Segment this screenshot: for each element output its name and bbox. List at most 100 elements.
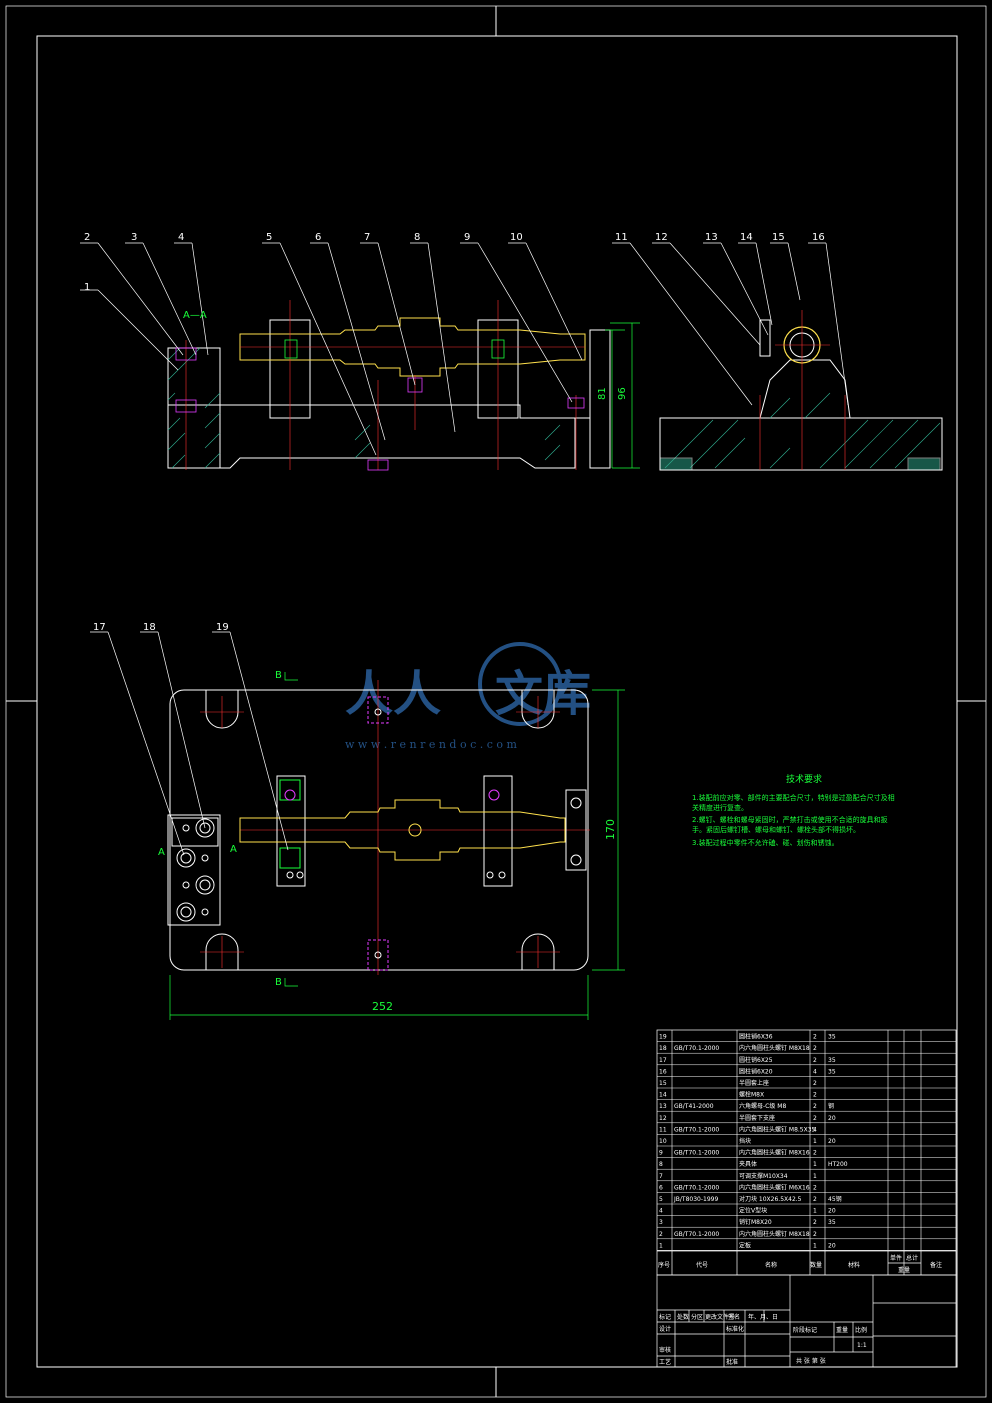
- bom-name: 销钉M8X20: [739, 1218, 772, 1226]
- bom-mat: 20: [828, 1208, 836, 1215]
- tb-change: 更改文件号: [705, 1313, 735, 1321]
- bom-no: 19: [659, 1034, 667, 1041]
- bom-name: 六角螺母-C级 M8: [739, 1102, 786, 1110]
- bom-qty: 1: [813, 1138, 817, 1145]
- part-label-17: 17: [93, 622, 106, 633]
- bom-mat: 35: [828, 1219, 836, 1226]
- front-dimensions: [605, 322, 640, 469]
- tech-title: 技术要求: [786, 773, 822, 785]
- bom-no: 18: [659, 1045, 667, 1052]
- part-number-labels-top: 1 2 3 4 5 6 7 8 9 10 11 12 13 14 15 16: [84, 232, 825, 293]
- bom-code: GB/T70.1-2000: [674, 1231, 719, 1238]
- bom-code: GB/T70.1-2000: [674, 1150, 719, 1157]
- part-label-3: 3: [131, 232, 137, 243]
- sheet-border: [5, 5, 987, 1398]
- bom-qty: 2: [813, 1196, 817, 1203]
- part-label-19: 19: [216, 622, 229, 633]
- bom-no: 14: [659, 1092, 667, 1099]
- part-label-8: 8: [414, 232, 420, 243]
- bom-mat: 20: [828, 1138, 836, 1145]
- part-label-18: 18: [143, 622, 156, 633]
- bom-name: 挡块: [739, 1137, 751, 1145]
- bom-name: 对刀块 10X26.5X42.5: [739, 1195, 802, 1203]
- bom-h-code: 代号: [696, 1261, 708, 1269]
- bom-name: 螺栓M8X: [739, 1091, 764, 1099]
- plan-view: [167, 680, 590, 975]
- bom-qty: 2: [813, 1115, 817, 1122]
- tech-line-4: 手。紧固后螺钉槽、螺母和螺钉、螺栓头部不得损坏。: [692, 825, 860, 834]
- bom-h-name: 名称: [765, 1261, 777, 1269]
- dim-170: 170: [604, 819, 617, 840]
- tb-approve: 批准: [726, 1358, 738, 1366]
- part-label-9: 9: [464, 232, 470, 243]
- bom-code: GB/T41-2000: [674, 1103, 714, 1110]
- bom-no: 9: [659, 1150, 663, 1157]
- part-label-10: 10: [510, 232, 523, 243]
- bom-no: 2: [659, 1231, 663, 1238]
- bom-qty: 4: [813, 1126, 817, 1133]
- part-label-13: 13: [705, 232, 718, 243]
- bom-mat: 35: [828, 1057, 836, 1064]
- bom-qty: 1: [813, 1208, 817, 1215]
- bom-no: 16: [659, 1068, 667, 1075]
- tech-line-5: 3.装配过程中零件不允许磕、碰、划伤和锈蚀。: [692, 838, 839, 847]
- bom-qty: 2: [813, 1184, 817, 1191]
- leader-lines-bottom: [90, 631, 289, 856]
- bom-qty: 2: [813, 1057, 817, 1064]
- tb-sheets: 共 张 第 张: [796, 1357, 826, 1365]
- bom-h-single: 单件: [890, 1254, 902, 1262]
- part-label-11: 11: [615, 232, 628, 243]
- part-label-14: 14: [740, 232, 753, 243]
- bom-qty: 2: [813, 1219, 817, 1226]
- tb-scale: 比例: [855, 1326, 867, 1334]
- bom-name: 内六角圆柱头螺钉 M8X18: [739, 1230, 810, 1238]
- dim-96: 96: [617, 387, 628, 400]
- bom-header-text: 序号 代号 名称 数量 材料 单件 总计 重量 备注: [658, 1254, 942, 1274]
- part-label-12: 12: [655, 232, 668, 243]
- bom-mat: 35: [828, 1034, 836, 1041]
- tech-line-1: 1.装配前应对零、部件的主要配合尺寸，特别是过盈配合尺寸及相: [692, 793, 895, 802]
- bom-name: 定板: [739, 1241, 751, 1249]
- tb-zone: 分区: [691, 1313, 703, 1321]
- bom-name: 圆柱销6X36: [739, 1033, 773, 1041]
- tb-design: 设计: [659, 1325, 671, 1333]
- bom-no: 1: [659, 1242, 663, 1249]
- part-label-7: 7: [364, 232, 370, 243]
- bom-no: 17: [659, 1057, 667, 1064]
- watermark-cn2: 文库: [495, 666, 591, 722]
- tb-std: 标准化: [726, 1325, 744, 1333]
- section-mark-a-left: A: [158, 847, 165, 858]
- watermark: 人人 文库 w w w . r e n r e n d o c . c o m: [345, 642, 591, 751]
- bom-code: GB/T70.1-2000: [674, 1184, 719, 1191]
- dim-252: 252: [372, 1000, 393, 1013]
- watermark-cn1: 人人: [345, 666, 441, 722]
- bom-name: 内六角圆柱头螺钉 M8X18: [739, 1044, 810, 1052]
- bom-mat: 钢: [828, 1102, 834, 1110]
- plan-dimensions: [169, 689, 625, 1020]
- section-mark-a-right: A: [230, 844, 237, 855]
- watermark-url: w w w . r e n r e n d o c . c o m: [345, 738, 517, 751]
- bom-mat: 20: [828, 1242, 836, 1249]
- bom-name: 圆柱销6X25: [739, 1056, 773, 1064]
- bom-h-qty: 数量: [810, 1261, 822, 1269]
- bom-no: 15: [659, 1080, 667, 1087]
- part-label-1: 1: [84, 282, 90, 293]
- bom-qty: 2: [813, 1045, 817, 1052]
- bom-no: 8: [659, 1161, 663, 1168]
- part-label-4: 4: [178, 232, 184, 243]
- bom-qty: 1: [813, 1242, 817, 1249]
- bom-code: GB/T70.1-2000: [674, 1045, 719, 1052]
- section-label: A—A: [183, 310, 207, 321]
- tech-line-3: 2.螺钉、螺栓和螺母紧固时，严禁打击或使用不合适的旋具和扳: [692, 815, 888, 824]
- part-label-5: 5: [266, 232, 272, 243]
- bom-qty: 2: [813, 1034, 817, 1041]
- tb-sign: 签名: [728, 1313, 740, 1321]
- section-mark-b-top: B: [275, 670, 282, 681]
- bom-mat: 45钢: [828, 1195, 842, 1203]
- bom-no: 5: [659, 1196, 663, 1203]
- side-view: [659, 310, 943, 471]
- bom-no: 13: [659, 1103, 667, 1110]
- section-markers: B B A A: [158, 670, 282, 988]
- bom-name: 半圆套上座: [739, 1079, 769, 1087]
